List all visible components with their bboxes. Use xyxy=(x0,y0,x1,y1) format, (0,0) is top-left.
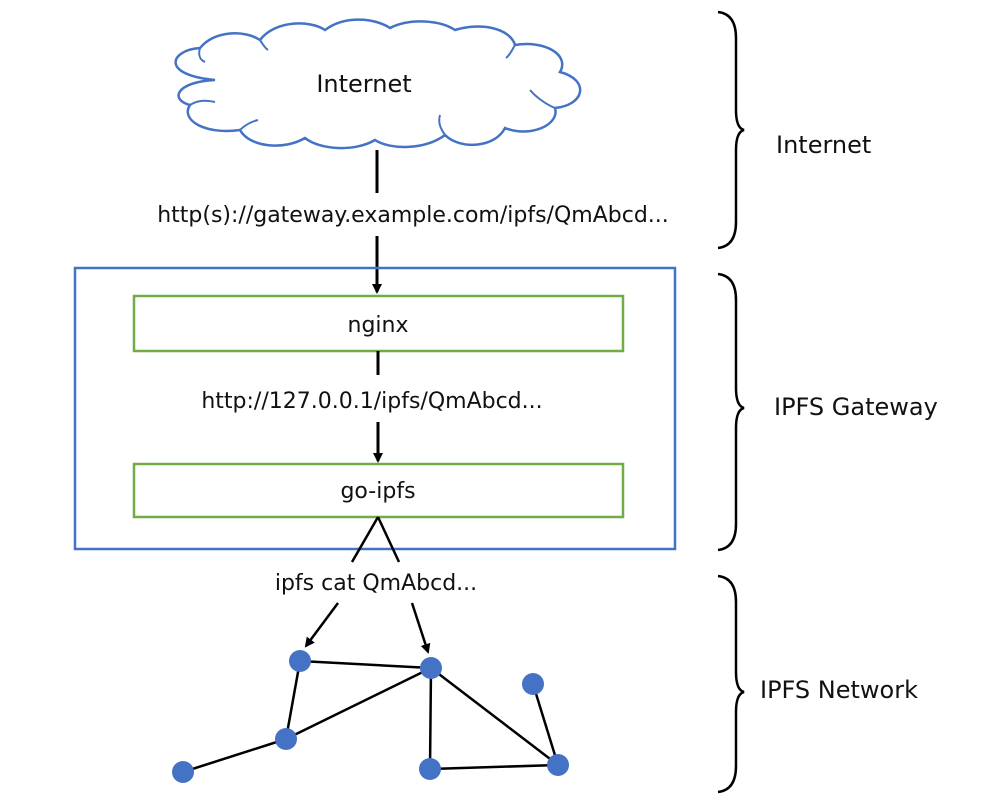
internet-layer-brace xyxy=(717,10,745,250)
network-layer-brace xyxy=(717,574,745,794)
network-edges xyxy=(182,659,560,774)
command-label: ipfs cat QmAbcd... xyxy=(275,571,477,596)
network-node xyxy=(289,650,311,672)
network-nodes xyxy=(172,650,569,783)
cloud-label: Internet xyxy=(316,70,411,98)
network-layer-label: IPFS Network xyxy=(760,676,918,704)
network-node xyxy=(547,754,569,776)
local-url-label: http://127.0.0.1/ipfs/QmAbcd... xyxy=(201,389,542,414)
network-node xyxy=(275,728,297,750)
network-node xyxy=(522,673,544,695)
internet-url-label: http(s)://gateway.example.com/ipfs/QmAbc… xyxy=(157,203,669,228)
network-node xyxy=(420,657,442,679)
network-node xyxy=(172,761,194,783)
gateway-box xyxy=(73,266,677,551)
internet-cloud xyxy=(174,18,582,150)
gateway-layer-brace xyxy=(717,272,745,552)
nginx-label: nginx xyxy=(348,313,409,338)
gateway-layer-label: IPFS Gateway xyxy=(774,393,938,421)
go-ipfs-label: go-ipfs xyxy=(340,479,415,504)
internet-layer-label: Internet xyxy=(776,131,871,159)
network-node xyxy=(419,758,441,780)
